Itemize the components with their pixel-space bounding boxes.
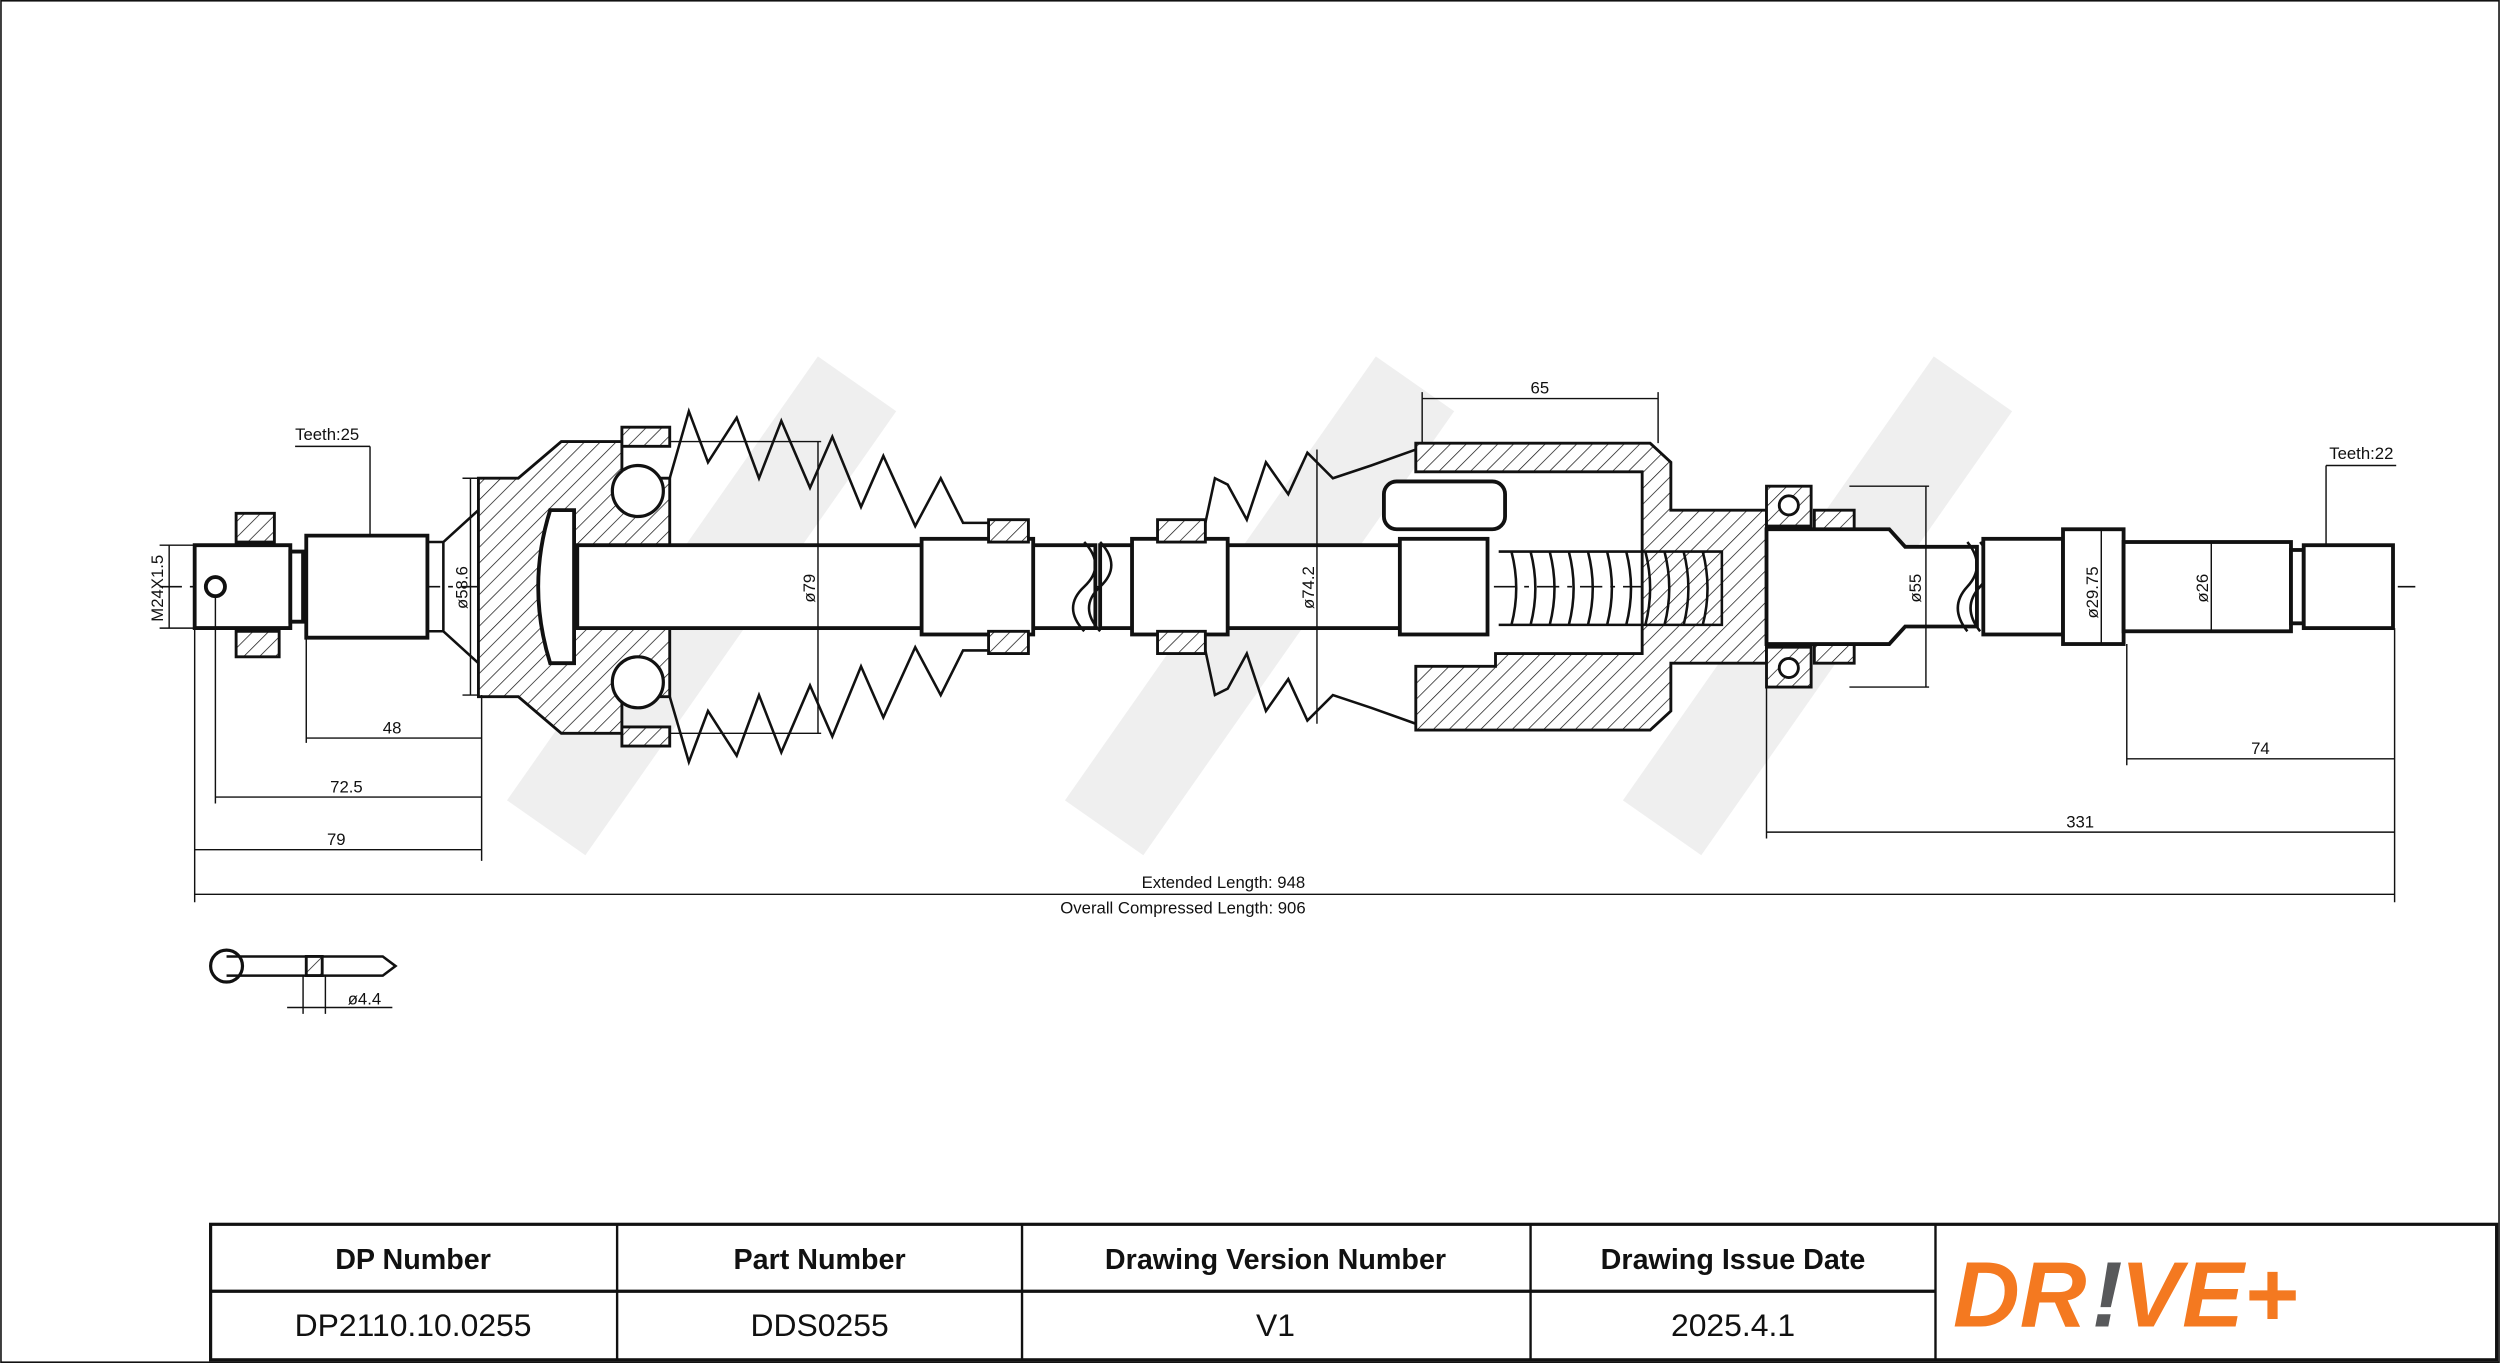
value-part-number: DDS0255 [750,1307,888,1343]
dia-79-label: ø79 [800,574,819,603]
teeth-left-label: Teeth:25 [295,425,359,444]
dia-29-75-label: ø29.75 [2083,566,2102,618]
svg-text:VE+: VE+ [2120,1242,2297,1346]
title-block: DP Number Part Number Drawing Version Nu… [209,1222,2499,1362]
split-pin-dia-label: ø4.4 [348,989,381,1008]
dim-48-label: 48 [383,718,402,737]
drive-shaft [575,518,1405,656]
dim-65-label: 65 [1531,379,1550,398]
inner-boot [1204,448,1417,725]
thread-label: M24X1.5 [148,555,167,622]
header-part-number: Part Number [733,1244,905,1276]
dia-55-label: ø55 [1906,574,1925,603]
dia-26-label: ø26 [2193,574,2212,603]
dia-58-6-label: ø58.6 [452,566,471,609]
drive-logo: DR ! VE+ [1953,1242,2298,1346]
dimensions: Teeth:25 Teeth:22 M24X1.5 ø58.6 ø79 ø74.… [148,379,2397,917]
dim-74-label: 74 [2251,739,2270,758]
inner-stub-shaft [1764,527,2395,646]
dim-72-5-label: 72.5 [330,777,363,796]
compressed-length-label: Overall Compressed Length: 906 [1060,898,1305,917]
value-dp-number: DP2110.10.0255 [295,1307,532,1343]
header-issue-date: Drawing Issue Date [1601,1244,1866,1276]
outer-boot [668,407,989,767]
header-dp-number: DP Number [335,1244,491,1276]
dim-79-label: 79 [327,830,346,849]
svg-text:!: ! [2092,1242,2123,1346]
value-drawing-version: V1 [1256,1307,1295,1343]
header-drawing-version: Drawing Version Number [1105,1244,1446,1276]
inner-tripod-joint [1381,441,1856,732]
outer-cv-joint [192,425,672,748]
svg-text:DR: DR [1953,1242,2087,1346]
split-pin: ø4.4 [209,948,398,1014]
dia-74-2-label: ø74.2 [1299,566,1318,609]
dim-331-label: 331 [2066,812,2094,831]
extended-length-label: Extended Length: 948 [1142,873,1306,892]
teeth-right-label: Teeth:22 [2329,444,2393,463]
value-issue-date: 2025.4.1 [1671,1307,1795,1343]
